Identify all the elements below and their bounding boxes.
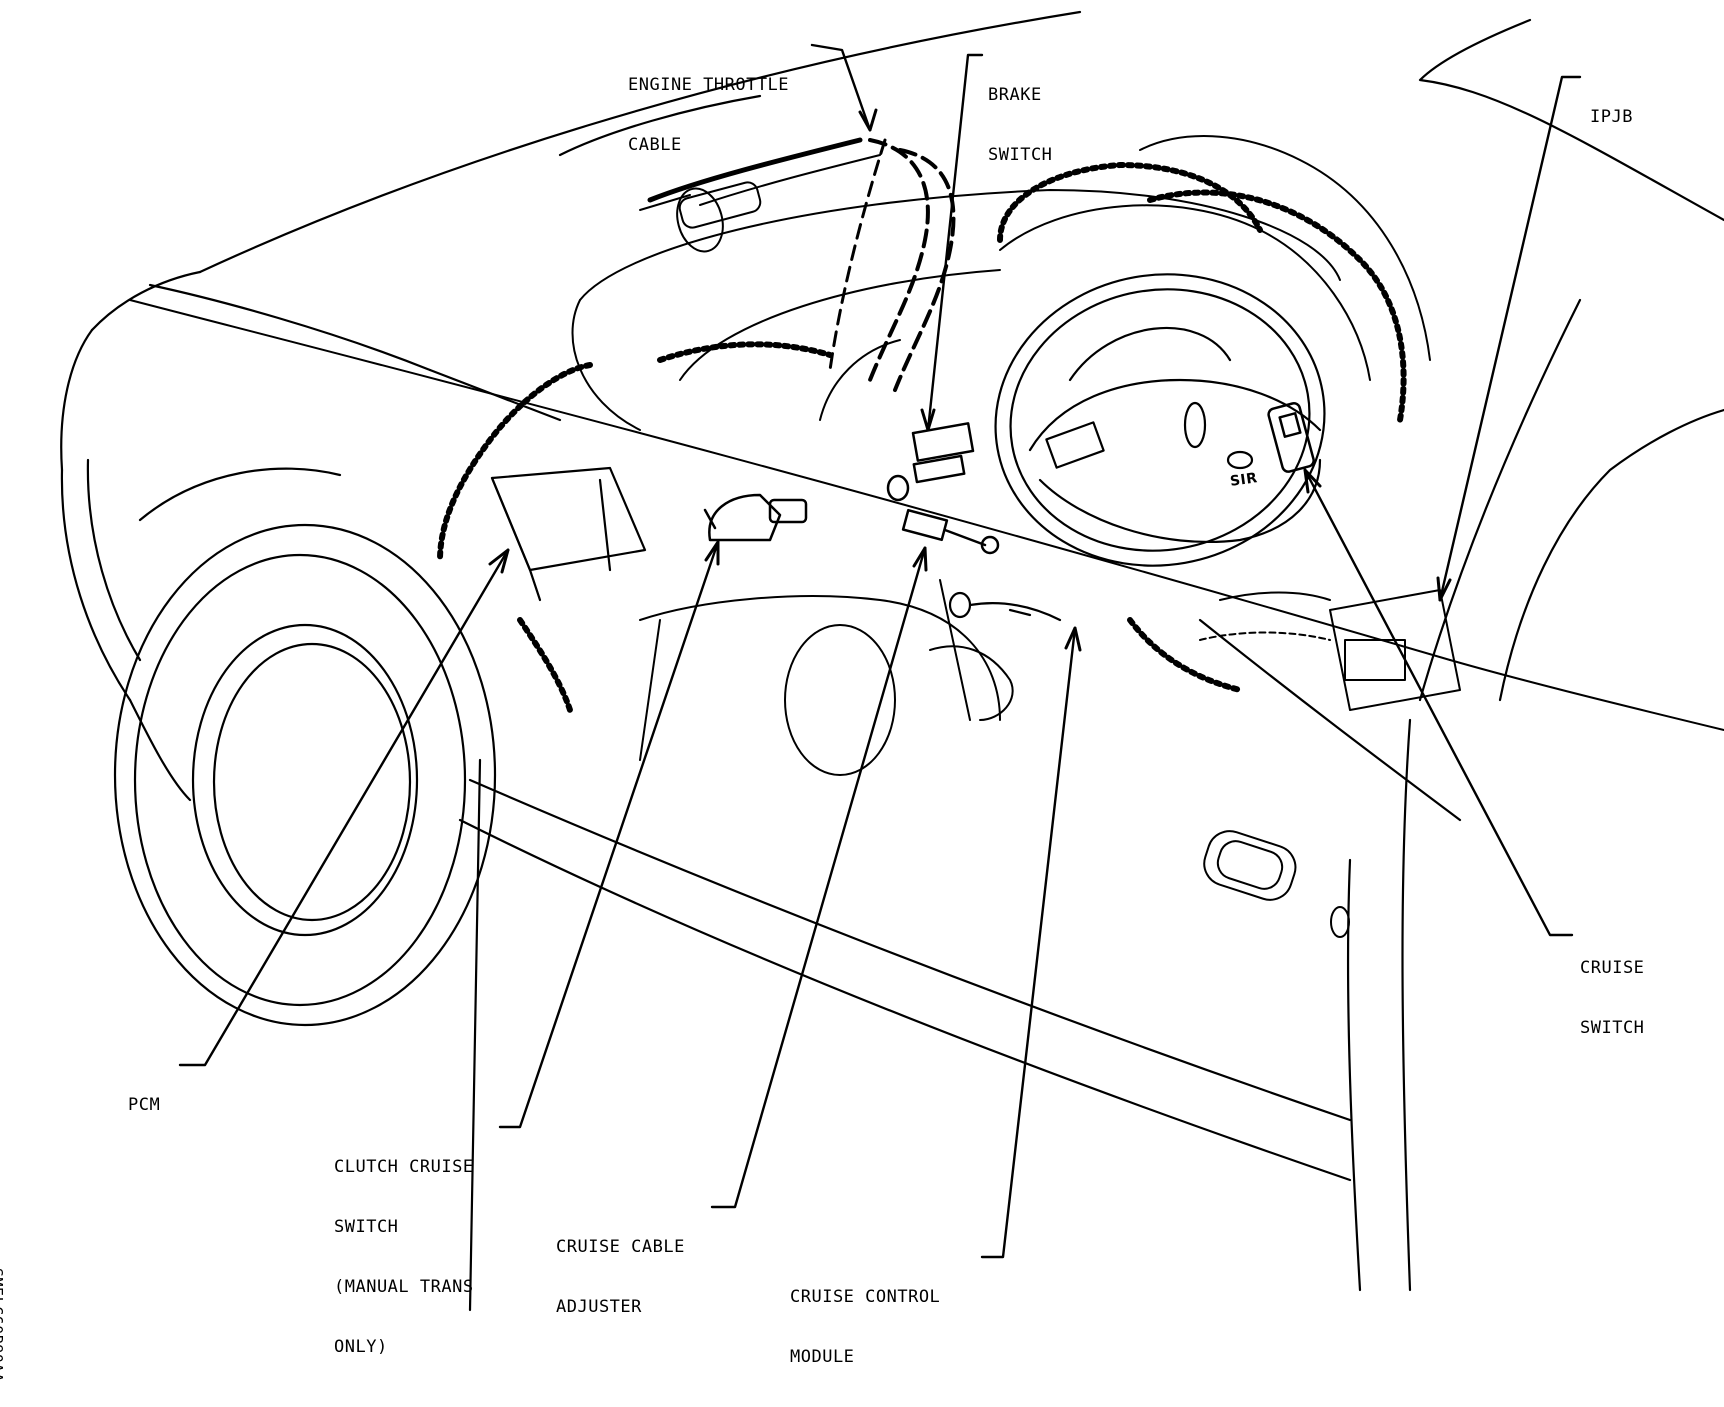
label-cruise-switch-line-1: CRUISE: [1580, 958, 1645, 978]
label-engine-throttle-cable-line-2: CABLE: [628, 135, 682, 155]
steering-wheel: [994, 273, 1326, 567]
label-clutch-cruise-switch: CLUTCH CRUISE SWITCH (MANUAL TRANS ONLY): [334, 1117, 474, 1397]
floor-panel: [639, 579, 1014, 776]
leader-engine-throttle-cable: [810, 43, 872, 132]
leader-brake-switch: [926, 53, 984, 432]
leader-ipjb: [1438, 75, 1582, 602]
clutch-cruise-switch-body: [703, 493, 808, 542]
label-cruise-cable-adjuster-line-2: ADJUSTER: [556, 1297, 642, 1317]
label-clutch-cruise-switch-line-1: CLUTCH CRUISE: [334, 1157, 474, 1177]
front-wheel: [113, 467, 497, 1027]
label-engine-throttle-cable-line-1: ENGINE THROTTLE: [628, 75, 790, 95]
label-cruise-control-module-line-1: CRUISE CONTROL: [790, 1287, 941, 1307]
vehicle-line-drawing: [60, 10, 1724, 1312]
windshield-cowl-line: [129, 299, 1724, 731]
cruise-control-component-locator-diagram: SIR ENGINE THROTTLE CABLE BRAKE SWITCH I…: [0, 10, 1724, 1382]
wiring-harness: [437, 162, 1407, 713]
label-brake-switch-line-2: SWITCH: [988, 145, 1053, 165]
label-engine-throttle-cable: ENGINE THROTTLE CABLE: [628, 35, 789, 195]
steering-wheel-sir-badge: SIR: [1229, 470, 1259, 490]
label-cruise-switch-line-2: SWITCH: [1580, 1018, 1645, 1038]
leader-lines: [178, 43, 1582, 1259]
label-cruise-cable-adjuster: CRUISE CABLE ADJUSTER: [556, 1197, 685, 1357]
fender-outline: [60, 283, 562, 802]
throttle-cable-assembly: [639, 137, 956, 392]
door-and-pillar: [458, 18, 1724, 1312]
label-cruise-switch: CRUISE SWITCH: [1580, 918, 1644, 1078]
hood-outline: [60, 10, 1082, 472]
label-ipjb-line-1: IPJB: [1590, 107, 1633, 127]
label-cruise-control-module: CRUISE CONTROL MODULE: [790, 1247, 940, 1407]
door-handle: [1203, 830, 1350, 938]
label-cruise-cable-adjuster-line-1: CRUISE CABLE: [556, 1237, 685, 1257]
label-clutch-cruise-switch-line-2: SWITCH: [334, 1217, 399, 1237]
leader-cruise-control-module: [980, 626, 1077, 1259]
pcm-body: [490, 466, 647, 602]
brake-switch-body: [886, 422, 975, 502]
label-brake-switch-line-1: BRAKE: [988, 85, 1042, 105]
leader-pcm: [178, 548, 510, 1067]
leader-cruise-switch: [1303, 468, 1574, 937]
label-clutch-cruise-switch-line-4: ONLY): [334, 1337, 388, 1357]
label-ipjb: IPJB: [1590, 67, 1633, 167]
label-pcm-line-1: PCM: [128, 1095, 161, 1115]
label-clutch-cruise-switch-line-3: (MANUAL TRANS: [334, 1277, 474, 1297]
label-cruise-control-module-line-2: MODULE: [790, 1347, 855, 1367]
label-pcm: PCM: [128, 1055, 171, 1155]
leader-cruise-cable-adjuster: [710, 546, 927, 1209]
leader-clutch-cruise-switch: [498, 540, 720, 1129]
cruise-switch-body: [1267, 402, 1315, 473]
figure-id-code: SMELC60B90AA: [0, 1268, 6, 1383]
cruise-cable-adjuster-body: [901, 508, 1000, 555]
cruise-control-module-body: [948, 591, 1062, 622]
label-brake-switch: BRAKE SWITCH: [988, 45, 1052, 205]
